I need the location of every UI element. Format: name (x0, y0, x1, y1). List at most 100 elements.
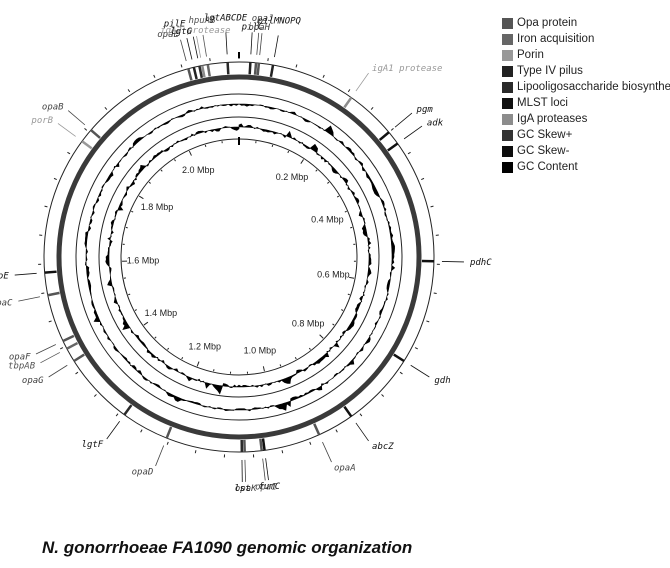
gene-label: aroE (0, 272, 9, 282)
gene-mark (256, 62, 261, 76)
gene-mark (44, 270, 57, 274)
outer-tick (335, 429, 338, 433)
outer-tick (359, 413, 363, 417)
scale-label: 1.0 Mbp (244, 346, 277, 356)
gene-leader (225, 32, 228, 55)
scale-tick (336, 195, 340, 198)
outer-tick (67, 151, 71, 155)
outer-tick (421, 177, 425, 181)
legend-swatch (502, 145, 513, 157)
outer-tick (281, 450, 284, 454)
gene-label: pilC (241, 22, 264, 32)
scale-tick (315, 169, 318, 172)
gene-label: opaC (0, 298, 13, 308)
gene-leader (186, 38, 193, 60)
gene-leader (14, 272, 37, 276)
gene-leader (67, 110, 86, 126)
legend-label: Type IV pilus (517, 65, 583, 77)
gene-leader (196, 35, 202, 58)
gene-label: lgtABCDE (204, 13, 248, 23)
gene-label: hpuAB (188, 16, 216, 26)
gene-leader (40, 352, 61, 364)
gene-mark (343, 96, 353, 109)
legend-item: Type IV pilus (502, 63, 670, 79)
legend-swatch (502, 65, 513, 77)
outer-tick (399, 371, 403, 375)
gene-leader (48, 364, 68, 378)
legend-swatch (502, 129, 513, 141)
legend-swatch (502, 33, 513, 45)
scale-tick (148, 181, 151, 184)
gene-label: opaK (235, 484, 257, 494)
outer-tick (430, 205, 434, 208)
gene-mark (123, 404, 133, 416)
scale-label: 1.6 Mbp (127, 256, 160, 266)
outer-tick (381, 394, 385, 397)
gc-skew-ring (98, 116, 380, 398)
gene-label: lgtF (82, 440, 104, 450)
gene-label: fumC (258, 482, 280, 492)
gene-label: opaB (42, 103, 64, 113)
gene-leader (262, 458, 266, 481)
outer-tick (347, 89, 351, 93)
gene-label: lst (234, 484, 250, 494)
gene-label: gdh (434, 376, 450, 386)
gene-mark (198, 65, 204, 79)
scale-tick (262, 366, 265, 372)
gene-leader (180, 39, 187, 62)
outer-tick (44, 205, 48, 208)
outer-tick (93, 394, 97, 397)
outer-tick (140, 429, 143, 433)
gene-mark (200, 65, 206, 78)
gene-label: opaE (157, 30, 179, 40)
outer-tick (433, 292, 437, 295)
gene-label: adk (427, 119, 444, 129)
gene-label: pilE (163, 19, 186, 29)
scale-label: 1.4 Mbp (145, 308, 178, 318)
scale-tick (174, 159, 176, 162)
legend-item: Iron acquisition (502, 31, 670, 47)
legend-item: GC Skew+ (502, 127, 670, 143)
scale-tick (308, 347, 311, 350)
outer-tick (390, 128, 394, 131)
gene-leader (57, 123, 76, 137)
scale-tick (196, 361, 200, 367)
gc-content-ring (75, 93, 403, 421)
scale-tick (188, 150, 192, 156)
gc-skew-track (105, 123, 372, 395)
gene-leader (265, 458, 269, 481)
gene-mark (165, 426, 173, 439)
outer-tick (180, 64, 183, 68)
gene-mark (343, 405, 353, 418)
gene-mark (192, 67, 198, 80)
gene-leader (250, 32, 253, 55)
gene-mark (66, 341, 79, 350)
scale-tick (138, 195, 144, 200)
gene-label: pdhC (469, 258, 492, 268)
outer-ring (43, 61, 435, 453)
scale-tick (125, 226, 128, 229)
gene-mark (81, 140, 93, 150)
scale-tick (204, 144, 207, 148)
gc-content-track (84, 103, 396, 412)
outer-tick (60, 347, 64, 350)
gene-leader (410, 364, 430, 378)
outer-tick (104, 106, 108, 110)
scale-tick (143, 321, 149, 326)
outer-tick (407, 151, 411, 155)
scale-tick (319, 334, 324, 339)
outer-tick (309, 441, 312, 445)
scale-tick (160, 169, 163, 172)
gene-label: opaJ (252, 14, 274, 24)
gene-leader (202, 34, 207, 57)
gene-leader (274, 35, 279, 58)
scale-tick (332, 323, 335, 326)
legend-item: Opa protein (502, 15, 670, 31)
outer-tick (194, 450, 197, 454)
gene-leader (322, 441, 332, 463)
scale-tick (294, 357, 297, 360)
gene-mark (269, 64, 275, 78)
gene-mark (62, 334, 75, 343)
